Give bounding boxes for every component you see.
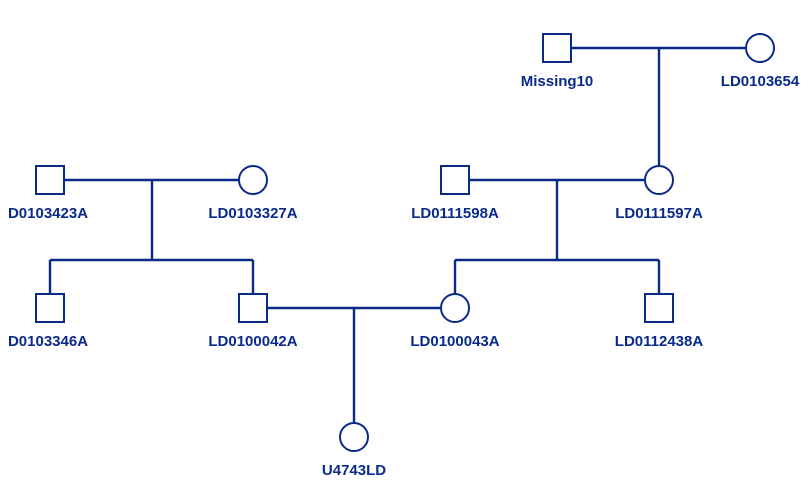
individual-label: LD0103654 <box>721 73 800 90</box>
male-square-icon <box>644 293 674 323</box>
individual-label: LD0112438A <box>615 333 704 350</box>
individual-label: LD0103327A <box>208 205 297 222</box>
individual-ld0112438a[interactable]: LD0112438A <box>615 293 704 350</box>
individual-ld0111597a[interactable]: LD0111597A <box>615 165 703 222</box>
individual-label: Missing10 <box>521 73 594 90</box>
connection-lines <box>48 46 746 423</box>
individual-label: LD0111597A <box>615 205 703 222</box>
individual-ld0111598a[interactable]: LD0111598A <box>411 165 499 222</box>
male-square-icon <box>440 165 470 195</box>
individual-ld0100043a[interactable]: LD0100043A <box>410 293 500 350</box>
female-circle-icon <box>440 293 470 323</box>
individual-label: LD0111598A <box>411 205 499 222</box>
female-circle-icon <box>238 165 268 195</box>
individual-ld0103423a[interactable]: D0103423A <box>8 165 88 222</box>
individual-missing10[interactable]: Missing10 <box>521 33 594 90</box>
individual-label: LD0100042A <box>208 333 297 350</box>
male-square-icon <box>542 33 572 63</box>
individual-ld0103327a[interactable]: LD0103327A <box>208 165 298 222</box>
individual-label: D0103423A <box>8 205 88 222</box>
male-square-icon <box>35 293 65 323</box>
individual-ld0100042a[interactable]: LD0100042A <box>208 293 298 350</box>
male-square-icon <box>35 165 65 195</box>
individual-label: LD0100043A <box>410 333 499 350</box>
individual-label: U4743LD <box>322 462 386 479</box>
individual-u4743ld[interactable]: U4743LD <box>322 422 386 479</box>
individual-ld0103346a[interactable]: D0103346A <box>8 293 88 350</box>
individual-label: D0103346A <box>8 333 88 350</box>
male-square-icon <box>238 293 268 323</box>
individual-ld0103654[interactable]: LD0103654 <box>721 33 800 90</box>
female-circle-icon <box>339 422 369 452</box>
female-circle-icon <box>745 33 775 63</box>
female-circle-icon <box>644 165 674 195</box>
